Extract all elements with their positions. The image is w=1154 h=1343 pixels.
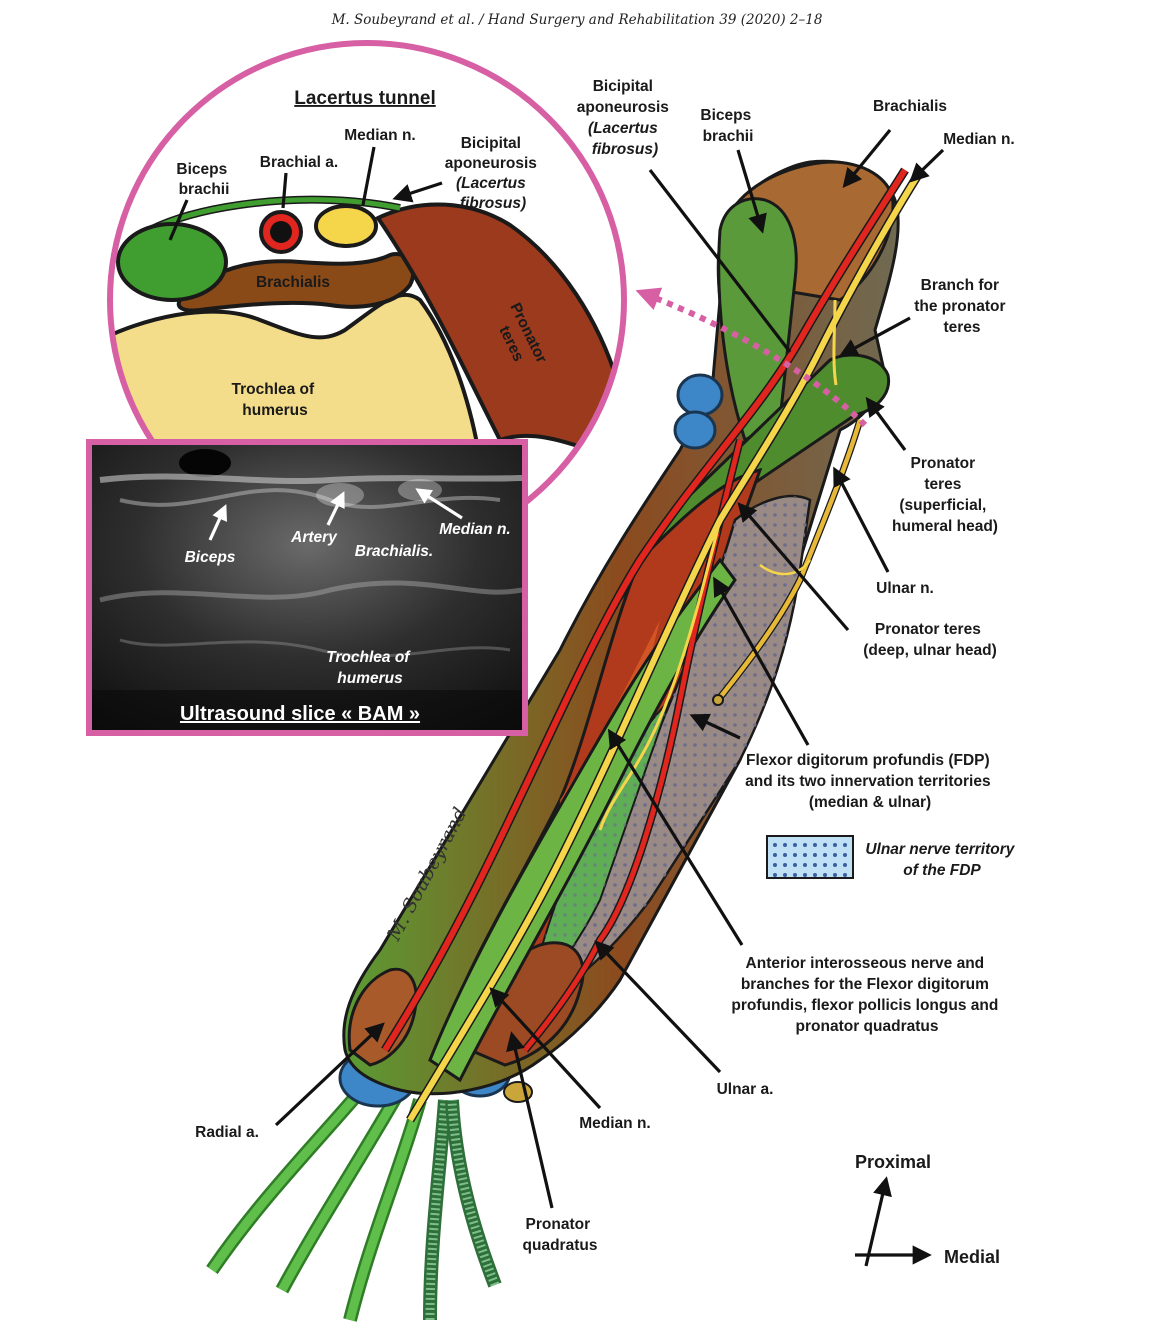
- us-label-trochlea: Trochlea of humerus: [326, 649, 414, 687]
- label-ulnar-nerve: Ulnar n.: [876, 580, 934, 597]
- label-interosseous: Anterior interosseous nerve and branches…: [731, 955, 1002, 1035]
- inset-label-trochlea: Trochlea of humerus: [232, 381, 319, 419]
- main-labels: Bicipital aponeurosis (Lacertus fibrosus…: [195, 78, 1018, 1254]
- label-median-nerve-top: Median n.: [943, 131, 1014, 148]
- ultrasound-title: Ultrasound slice « BAM »: [180, 703, 420, 725]
- inset-brachialis: [176, 252, 416, 313]
- inset-median-nerve: [314, 204, 378, 248]
- inset-label-biceps: Biceps brachii: [176, 161, 231, 198]
- label-branch-pronator: Branch for the pronator teres: [914, 277, 1010, 336]
- label-brachialis: Brachialis: [873, 98, 947, 115]
- median-nerve: [407, 173, 921, 1122]
- orientation-indicator: Proximal Medial: [855, 1152, 1000, 1267]
- us-label-artery: Artery: [290, 529, 338, 546]
- label-pronator-deep: Pronator teres (deep, ulnar head): [863, 621, 997, 659]
- us-label-median-nerve: Median n.: [439, 521, 510, 538]
- inset-label-brachialis: Brachialis: [256, 274, 330, 291]
- label-proximal: Proximal: [855, 1152, 931, 1172]
- journal-header: M. Soubeyrand et al. / Hand Surgery and …: [331, 12, 823, 28]
- tendon-4: [423, 1099, 452, 1321]
- label-median-nerve-bottom: Median n.: [579, 1115, 650, 1132]
- inset-label-brachial-artery: Brachial a.: [260, 154, 338, 171]
- inset-label-median-nerve: Median n.: [344, 127, 415, 144]
- forearm-illustration: M. Soubeyrand: [206, 159, 922, 1322]
- ultrasound-panel: Biceps Artery Brachialis. Median n. Troc…: [86, 439, 528, 736]
- us-label-brachialis: Brachialis.: [355, 543, 433, 560]
- label-radial-artery: Radial a.: [195, 1124, 259, 1141]
- magnifier-link: [635, 287, 868, 428]
- label-bicipital-aponeurosis: Bicipital aponeurosis (Lacertus fibrosus…: [577, 78, 673, 158]
- legend-label-ulnar-territory: Ulnar nerve territory of the FDP: [865, 841, 1018, 879]
- ultrasound-frame: [86, 439, 528, 736]
- inset-label-aponeurosis: Bicipital aponeurosis (Lacertus fibrosus…: [445, 135, 541, 212]
- inset-biceps: [116, 222, 228, 302]
- radial-artery: [382, 168, 908, 1052]
- us-label-biceps: Biceps: [185, 549, 236, 566]
- label-ulnar-artery: Ulnar a.: [717, 1081, 774, 1098]
- inset-aponeurosis: [148, 197, 401, 233]
- label-medial: Medial: [944, 1247, 1000, 1267]
- pronator-branch-nerve: [832, 299, 838, 386]
- arrow-proximal: [864, 1176, 892, 1267]
- inset-title: Lacertus tunnel: [294, 88, 435, 109]
- anterior-interosseous-nerve: [598, 519, 722, 831]
- tendon-5: [445, 1099, 502, 1288]
- label-biceps-brachii: Biceps brachii: [700, 107, 755, 145]
- label-pronator-quadratus: Pronator quadratus: [523, 1216, 598, 1254]
- label-pronator-superficial: Pronator teres (superficial, humeral hea…: [892, 455, 998, 535]
- legend-swatch-ulnar-territory: [766, 835, 854, 879]
- label-fdp: Flexor digitorum profundis (FDP) and its…: [745, 752, 995, 811]
